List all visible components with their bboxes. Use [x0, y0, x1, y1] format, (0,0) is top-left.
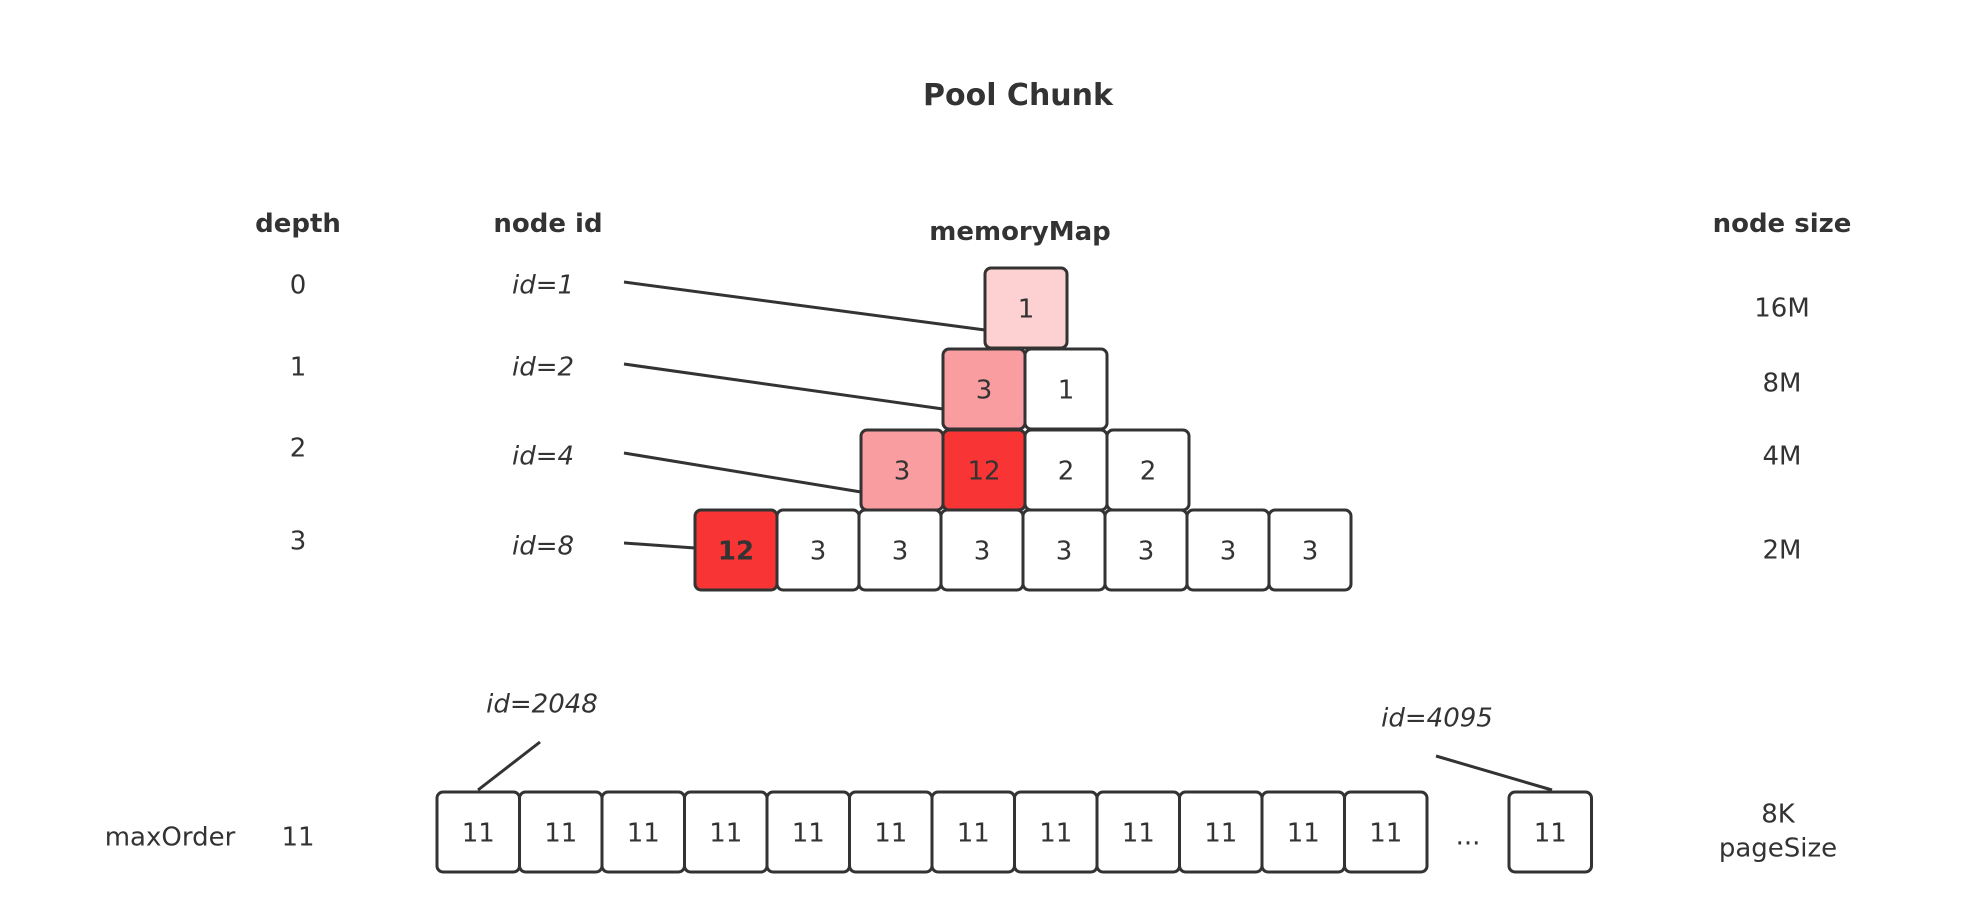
node-value: 12	[718, 537, 754, 567]
leaf-node: 11	[683, 790, 769, 874]
node-value: 12	[967, 457, 1000, 487]
depth-label: 2	[290, 434, 307, 464]
node-id-label: id=8	[512, 532, 574, 562]
node-value: 3	[1138, 537, 1155, 567]
diagram-title: Pool Chunk	[923, 78, 1114, 113]
leaf-value: 11	[1369, 819, 1402, 849]
memory-map-node: 3	[1267, 508, 1353, 592]
connector-line	[623, 280, 986, 332]
page-size-value: 8K	[1761, 800, 1796, 830]
memory-map-node: 1	[1023, 347, 1109, 431]
leaf-depth-label: 11	[281, 823, 314, 853]
node-id-label: id=1	[512, 271, 574, 301]
node-value: 3	[892, 537, 909, 567]
header-node-id: node id	[493, 209, 602, 239]
node-size-label: 4M	[1763, 442, 1802, 472]
memory-map-node: 3	[1021, 508, 1107, 592]
leaf-value: 11	[544, 819, 577, 849]
leaf-value: 11	[1287, 819, 1320, 849]
memory-map-node: 3	[775, 508, 861, 592]
node-value: 3	[810, 537, 827, 567]
node-value: 2	[1058, 457, 1075, 487]
leaf-node: 11	[848, 790, 934, 874]
memory-map-node: 3	[939, 508, 1025, 592]
memory-map-node: 3	[941, 347, 1027, 431]
leaf-value: 11	[1039, 819, 1072, 849]
depth-row-0: 0 id=1 16M 1	[290, 266, 1810, 350]
depth-row-2: 2 id=4 4M 3 12 2 2	[290, 428, 1802, 512]
leaf-cell	[1507, 790, 1593, 874]
header-node-size: node size	[1713, 209, 1852, 239]
connector-line	[623, 451, 862, 494]
node-value: 2	[1140, 457, 1157, 487]
leaf-cell	[1343, 790, 1429, 874]
leaf-value: 11	[627, 819, 660, 849]
memory-map-node: 2	[1105, 428, 1191, 512]
header-depth: depth	[255, 209, 341, 239]
node-value: 1	[1058, 376, 1075, 406]
memory-map-node: 3	[1185, 508, 1271, 592]
node-size-label: 16M	[1754, 294, 1810, 324]
node-cell	[1267, 508, 1353, 592]
leaf-node: 11	[435, 790, 521, 874]
node-id-label: id=4	[512, 442, 574, 472]
connector-line	[623, 362, 944, 411]
max-order-label: maxOrder	[105, 823, 236, 853]
first-leaf-connector	[477, 740, 541, 792]
last-leaf-connector	[1435, 754, 1553, 792]
memory-map-node: 3	[1103, 508, 1189, 592]
page-size-label: pageSize	[1719, 834, 1837, 864]
header-memory-map: memoryMap	[929, 217, 1110, 247]
leaf-node: 11	[518, 790, 604, 874]
leaf-value: 11	[462, 819, 495, 849]
leaf-value: 11	[709, 819, 742, 849]
leaf-node: 11	[1178, 790, 1264, 874]
leaf-value: 11	[874, 819, 907, 849]
node-value: 3	[894, 457, 911, 487]
node-id-label: id=2	[512, 353, 574, 383]
node-size-label: 8M	[1763, 369, 1802, 399]
depth-row-3: 3 id=8 2M 12 3 3 3 3 3 3 3	[290, 508, 1802, 592]
node-size-label: 2M	[1763, 536, 1802, 566]
leaf-node: 11	[600, 790, 686, 874]
depth-label: 3	[290, 527, 307, 557]
first-leaf-id-label: id=2048	[486, 690, 598, 720]
leaf-value: 11	[1122, 819, 1155, 849]
memory-map-node: 3	[859, 428, 945, 512]
last-leaf-id-label: id=4095	[1381, 704, 1493, 734]
leaf-value: 11	[1204, 819, 1237, 849]
memory-map-node: 3	[857, 508, 943, 592]
depth-label: 1	[290, 353, 307, 383]
depth-label: 0	[290, 271, 307, 301]
node-value: 1	[1018, 295, 1035, 325]
last-leaf-node: 11	[1507, 790, 1593, 874]
leaf-node: 11	[1013, 790, 1099, 874]
memory-map-node: 12	[941, 428, 1027, 512]
leaf-row: maxOrder 11 id=2048 id=4095 8K pageSize 11 11 11…	[105, 690, 1837, 874]
depth-row-1: 1 id=2 8M 3 1	[290, 347, 1802, 431]
leaf-node: 11	[930, 790, 1016, 874]
leaf-node: 11	[1095, 790, 1181, 874]
memory-map-node: 12	[693, 508, 779, 592]
leaf-value: 11	[957, 819, 990, 849]
node-cell	[983, 266, 1069, 350]
memory-map-node: 2	[1023, 428, 1109, 512]
node-value: 3	[976, 376, 993, 406]
node-value: 3	[1220, 537, 1237, 567]
leaf-node: 11	[1343, 790, 1429, 874]
leaf-node: 11	[1260, 790, 1346, 874]
memory-map-node: 1	[983, 266, 1069, 350]
leaf-value: 11	[1534, 819, 1567, 849]
node-value: 3	[974, 537, 991, 567]
leaf-ellipsis: ...	[1456, 822, 1481, 852]
node-value: 3	[1302, 537, 1319, 567]
leaf-value: 11	[792, 819, 825, 849]
node-value: 3	[1056, 537, 1073, 567]
connector-line	[623, 541, 696, 550]
leaf-node: 11	[765, 790, 851, 874]
